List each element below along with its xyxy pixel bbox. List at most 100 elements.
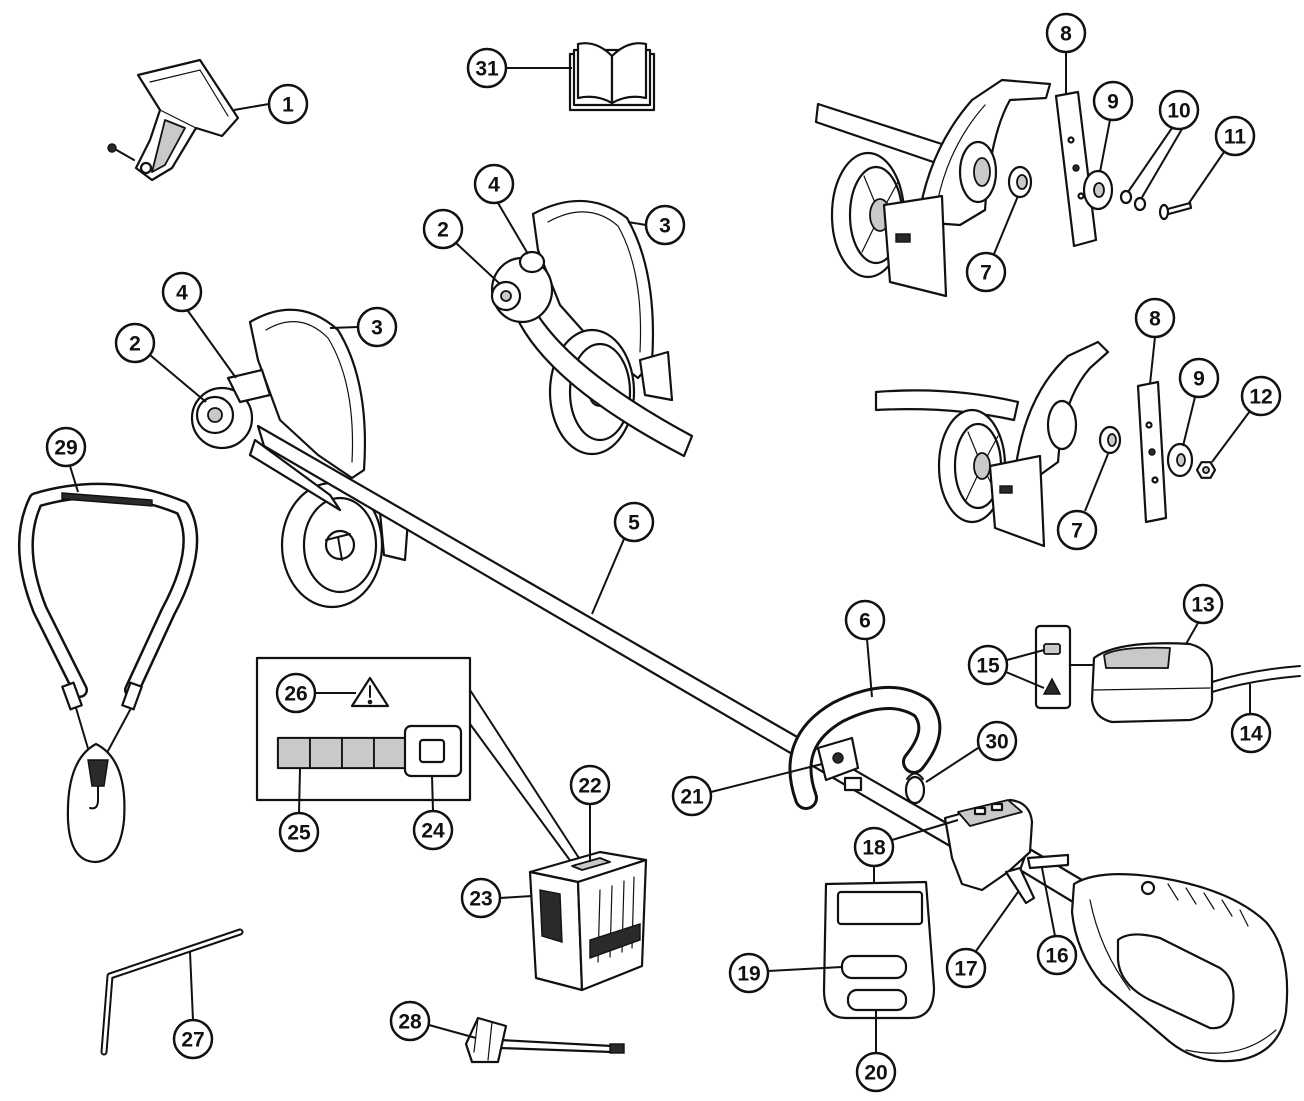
motor-vents bbox=[1167, 883, 1249, 927]
motor-housing bbox=[1070, 873, 1289, 1063]
shoe-plate-slot bbox=[895, 233, 911, 243]
callout-number: 29 bbox=[54, 437, 77, 460]
callout-number: 21 bbox=[680, 786, 704, 809]
edger-shoe-plate bbox=[988, 454, 1046, 548]
guard-cover-bracket bbox=[151, 119, 186, 173]
callout-circle bbox=[728, 952, 770, 994]
blade-hole bbox=[1067, 136, 1075, 144]
callout-circle bbox=[1214, 115, 1256, 157]
callout-number: 26 bbox=[284, 683, 307, 706]
callout-13: 13 bbox=[1182, 583, 1224, 645]
power-cord bbox=[1211, 665, 1301, 693]
callout-number: 2 bbox=[129, 333, 141, 356]
callout-circle bbox=[412, 809, 454, 851]
guard-cover-screw bbox=[112, 147, 135, 161]
callout-number: 3 bbox=[659, 215, 671, 238]
indicator-panel bbox=[1034, 624, 1072, 710]
callout-number: 12 bbox=[1249, 386, 1272, 409]
callout-circle bbox=[1036, 934, 1078, 976]
callout-circle bbox=[1178, 357, 1220, 399]
edger-head-assembly-bolt bbox=[814, 78, 1193, 298]
cutting-head-gearbox bbox=[190, 368, 272, 450]
trigger-handle bbox=[943, 798, 1084, 907]
blade-hub-bore bbox=[1107, 433, 1117, 447]
callout-number: 23 bbox=[469, 888, 492, 911]
callout-circle bbox=[1092, 80, 1134, 122]
harness-pad-stitching bbox=[61, 492, 153, 507]
callout-circle bbox=[853, 826, 895, 868]
callout-3: 3 bbox=[329, 306, 398, 348]
charger-indicator-panel bbox=[1034, 624, 1093, 710]
callout-circle bbox=[278, 811, 320, 853]
callout-number: 1 bbox=[282, 94, 294, 117]
guard-cover-body bbox=[134, 58, 240, 182]
leader-line bbox=[187, 310, 237, 379]
callout-27: 27 bbox=[172, 951, 214, 1060]
callout-circle bbox=[114, 322, 156, 364]
callout-18: 18 bbox=[853, 819, 959, 884]
blade-guard-edge bbox=[547, 211, 642, 353]
control-panel-detail bbox=[822, 880, 936, 1020]
leader-line bbox=[69, 465, 79, 493]
leader-line bbox=[497, 202, 529, 255]
callout-3: 3 bbox=[627, 204, 686, 246]
blade-washer-bore bbox=[1176, 453, 1186, 467]
leader-line bbox=[233, 103, 270, 111]
leader-line bbox=[428, 1024, 477, 1039]
harness-hip-pad bbox=[66, 742, 126, 864]
callout-circle bbox=[945, 947, 987, 989]
callout-8: 8 bbox=[1045, 12, 1087, 94]
blade-washer-bore bbox=[1093, 182, 1105, 198]
shaft-section bbox=[514, 296, 694, 458]
harness-hook bbox=[87, 759, 109, 787]
callout-25: 25 bbox=[278, 768, 320, 853]
callout-6: 6 bbox=[844, 599, 886, 698]
leader-line bbox=[1140, 128, 1183, 200]
callout-30: 30 bbox=[925, 720, 1018, 783]
leader-line bbox=[627, 221, 647, 226]
leader-line bbox=[189, 951, 194, 1021]
leader-line bbox=[767, 966, 843, 972]
wrench-rod-tip bbox=[609, 1043, 625, 1054]
wrench-handle-rod bbox=[498, 1038, 614, 1054]
hex-key-outline bbox=[100, 928, 244, 1056]
leader-line bbox=[455, 242, 501, 285]
depth-knob-center bbox=[500, 290, 512, 302]
leader-line bbox=[925, 747, 979, 783]
wheel-adjust-handle bbox=[325, 533, 351, 561]
leader-line bbox=[1182, 396, 1196, 447]
callout-4: 4 bbox=[473, 163, 529, 255]
callout-16: 16 bbox=[1036, 867, 1078, 976]
leader-line bbox=[1185, 622, 1199, 645]
callout-number: 3 bbox=[371, 317, 383, 340]
leader-line bbox=[1149, 336, 1156, 385]
leader-line bbox=[710, 763, 823, 793]
leader-line bbox=[329, 326, 359, 329]
callout-17: 17 bbox=[945, 891, 1019, 989]
harness-buckle-right bbox=[121, 681, 143, 711]
wrench-socket bbox=[464, 1016, 508, 1064]
callout-circle bbox=[1230, 712, 1272, 754]
detail-pointer-lines bbox=[469, 689, 589, 875]
guard-cover-edge bbox=[149, 69, 229, 129]
callout-circle bbox=[613, 501, 655, 543]
callout-number: 22 bbox=[578, 775, 601, 798]
leader-line bbox=[1006, 649, 1045, 661]
book-left-page bbox=[576, 42, 614, 105]
fault-warning-icon bbox=[1042, 677, 1062, 695]
blade-hole bbox=[1145, 421, 1153, 429]
panel-button bbox=[973, 806, 987, 816]
charger bbox=[1090, 642, 1301, 724]
blade-hub-bore bbox=[1016, 174, 1028, 190]
callout-29: 29 bbox=[45, 426, 87, 493]
book-right-page bbox=[610, 42, 648, 105]
callout-number: 30 bbox=[985, 731, 1008, 754]
leader-line bbox=[591, 538, 625, 615]
shaft-clip bbox=[904, 772, 926, 805]
callout-number: 4 bbox=[488, 174, 500, 197]
callout-number: 10 bbox=[1167, 100, 1190, 123]
clip-ring bbox=[904, 775, 926, 805]
screw-head bbox=[107, 143, 117, 153]
leader-line bbox=[149, 354, 207, 403]
